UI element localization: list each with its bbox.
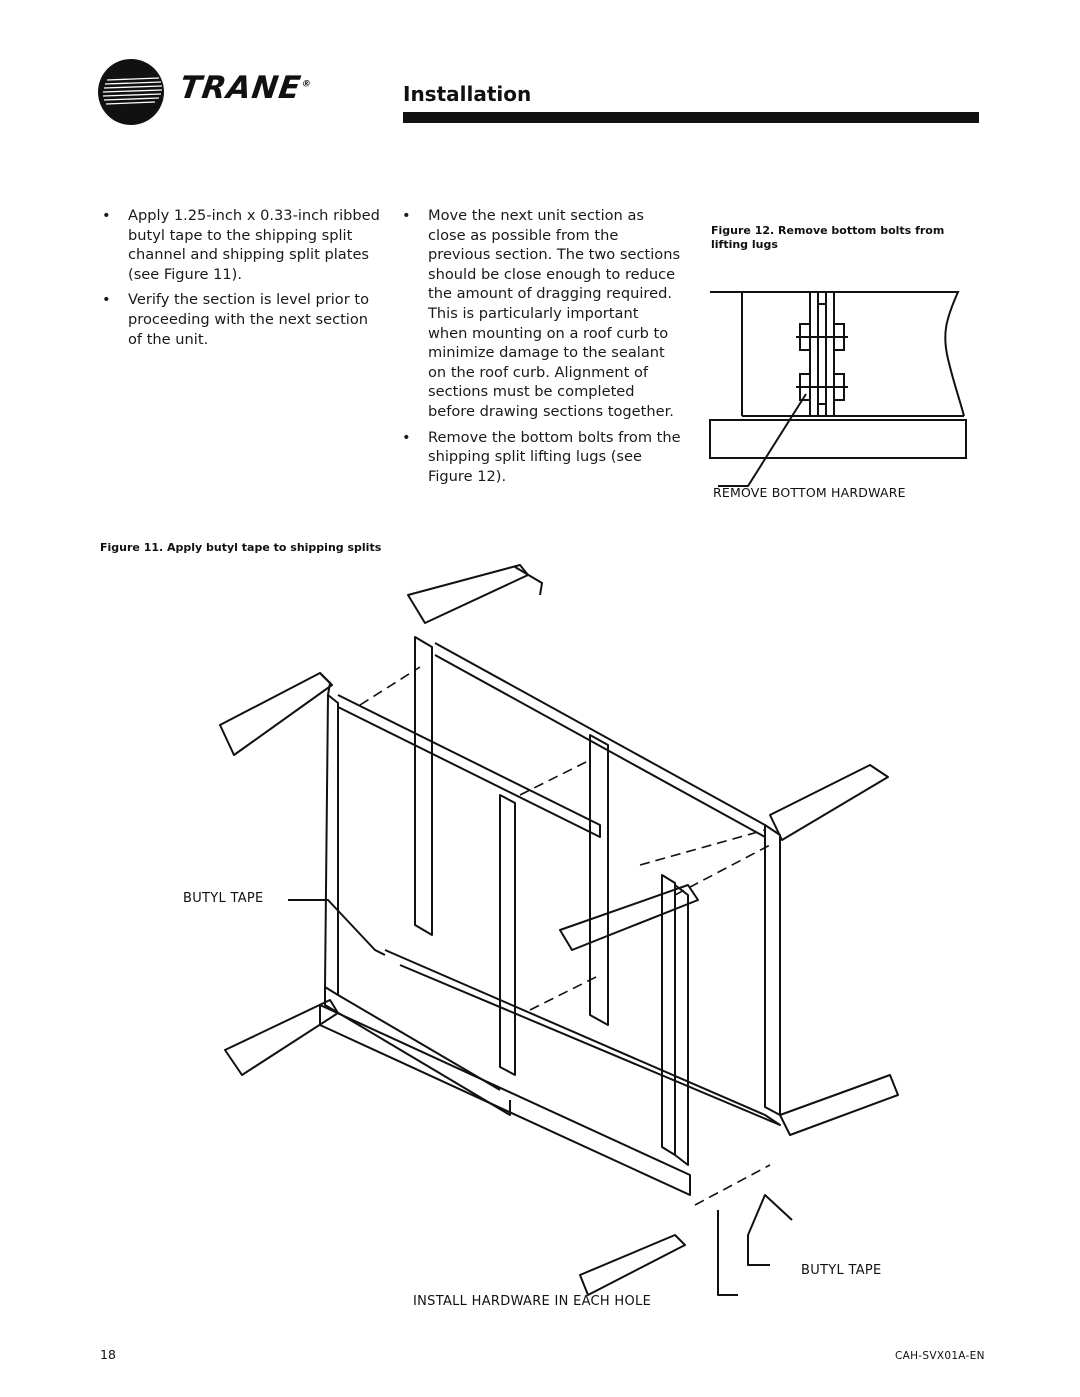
butyl-tape-label-right: BUTYL TAPE bbox=[801, 1263, 882, 1278]
remove-hardware-label: REMOVE BOTTOM HARDWARE bbox=[713, 485, 906, 500]
bullet-apply-tape: Apply 1.25-inch x 0.33-inch ribbed butyl… bbox=[100, 206, 380, 284]
bullet-move-section: Move the next unit section as close as p… bbox=[400, 206, 682, 422]
document-code: CAH-SVX01A-EN bbox=[895, 1350, 985, 1362]
instructions-column-2: Move the next unit section as close as p… bbox=[400, 206, 682, 492]
figure11-caption: Figure 11. Apply butyl tape to shipping … bbox=[100, 541, 382, 554]
figure12-caption: Figure 12. Remove bottom bolts from lift… bbox=[711, 224, 945, 251]
brand-wordmark: TRANE® bbox=[177, 70, 313, 106]
trane-logo-icon bbox=[98, 59, 164, 125]
instructions-column-1: Apply 1.25-inch x 0.33-inch ribbed butyl… bbox=[100, 206, 380, 355]
page-title: Installation bbox=[403, 82, 532, 106]
install-hardware-label: INSTALL HARDWARE IN EACH HOLE bbox=[413, 1294, 652, 1309]
butyl-tape-label-left: BUTYL TAPE bbox=[183, 891, 264, 906]
bullet-verify-level: Verify the section is level prior to pro… bbox=[100, 290, 380, 349]
page-number: 18 bbox=[100, 1347, 116, 1362]
bullet-remove-bolts: Remove the bottom bolts from the shippin… bbox=[400, 428, 682, 487]
lifting-lug-diagram bbox=[709, 291, 967, 487]
shipping-split-diagram bbox=[219, 564, 899, 1296]
title-rule bbox=[403, 112, 979, 123]
